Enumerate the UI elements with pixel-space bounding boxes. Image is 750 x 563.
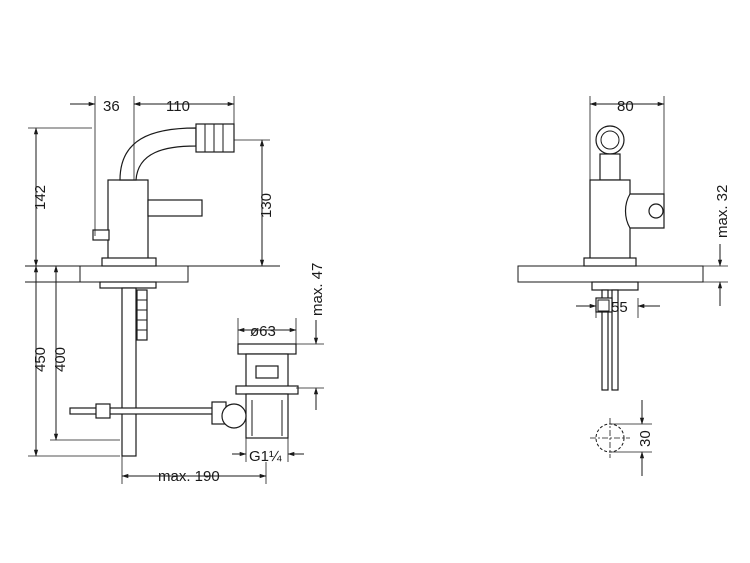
dim-diameter-63: ø63 bbox=[250, 323, 276, 340]
dim-400: 400 bbox=[52, 347, 69, 372]
dim-g114: G1¼ bbox=[249, 448, 282, 465]
countertop-section-right bbox=[517, 265, 704, 283]
faucet-body-side bbox=[92, 123, 235, 267]
dim-30: 30 bbox=[637, 430, 654, 447]
dim-36: 36 bbox=[103, 98, 120, 115]
dim-110: 110 bbox=[166, 98, 190, 115]
dim-450: 450 bbox=[32, 347, 49, 372]
mounting-hole-detail: 30 bbox=[590, 400, 654, 476]
dim-max-32: max. 32 bbox=[714, 185, 731, 238]
dim-130: 130 bbox=[258, 193, 275, 218]
dim-142: 142 bbox=[32, 185, 49, 210]
waste-valve bbox=[221, 343, 299, 439]
dim-square-55: 55 bbox=[611, 299, 628, 316]
side-view: 36 110 142 130 450 400 ø63 max. 47 bbox=[25, 96, 326, 485]
under-counter-parts bbox=[69, 281, 227, 457]
front-view: 80 max. 32 55 30 bbox=[517, 96, 731, 476]
dim-80: 80 bbox=[617, 98, 634, 115]
countertop-section-left bbox=[79, 265, 189, 283]
dim-max-190: max. 190 bbox=[158, 468, 220, 485]
dim-max-47: max. 47 bbox=[309, 263, 326, 316]
